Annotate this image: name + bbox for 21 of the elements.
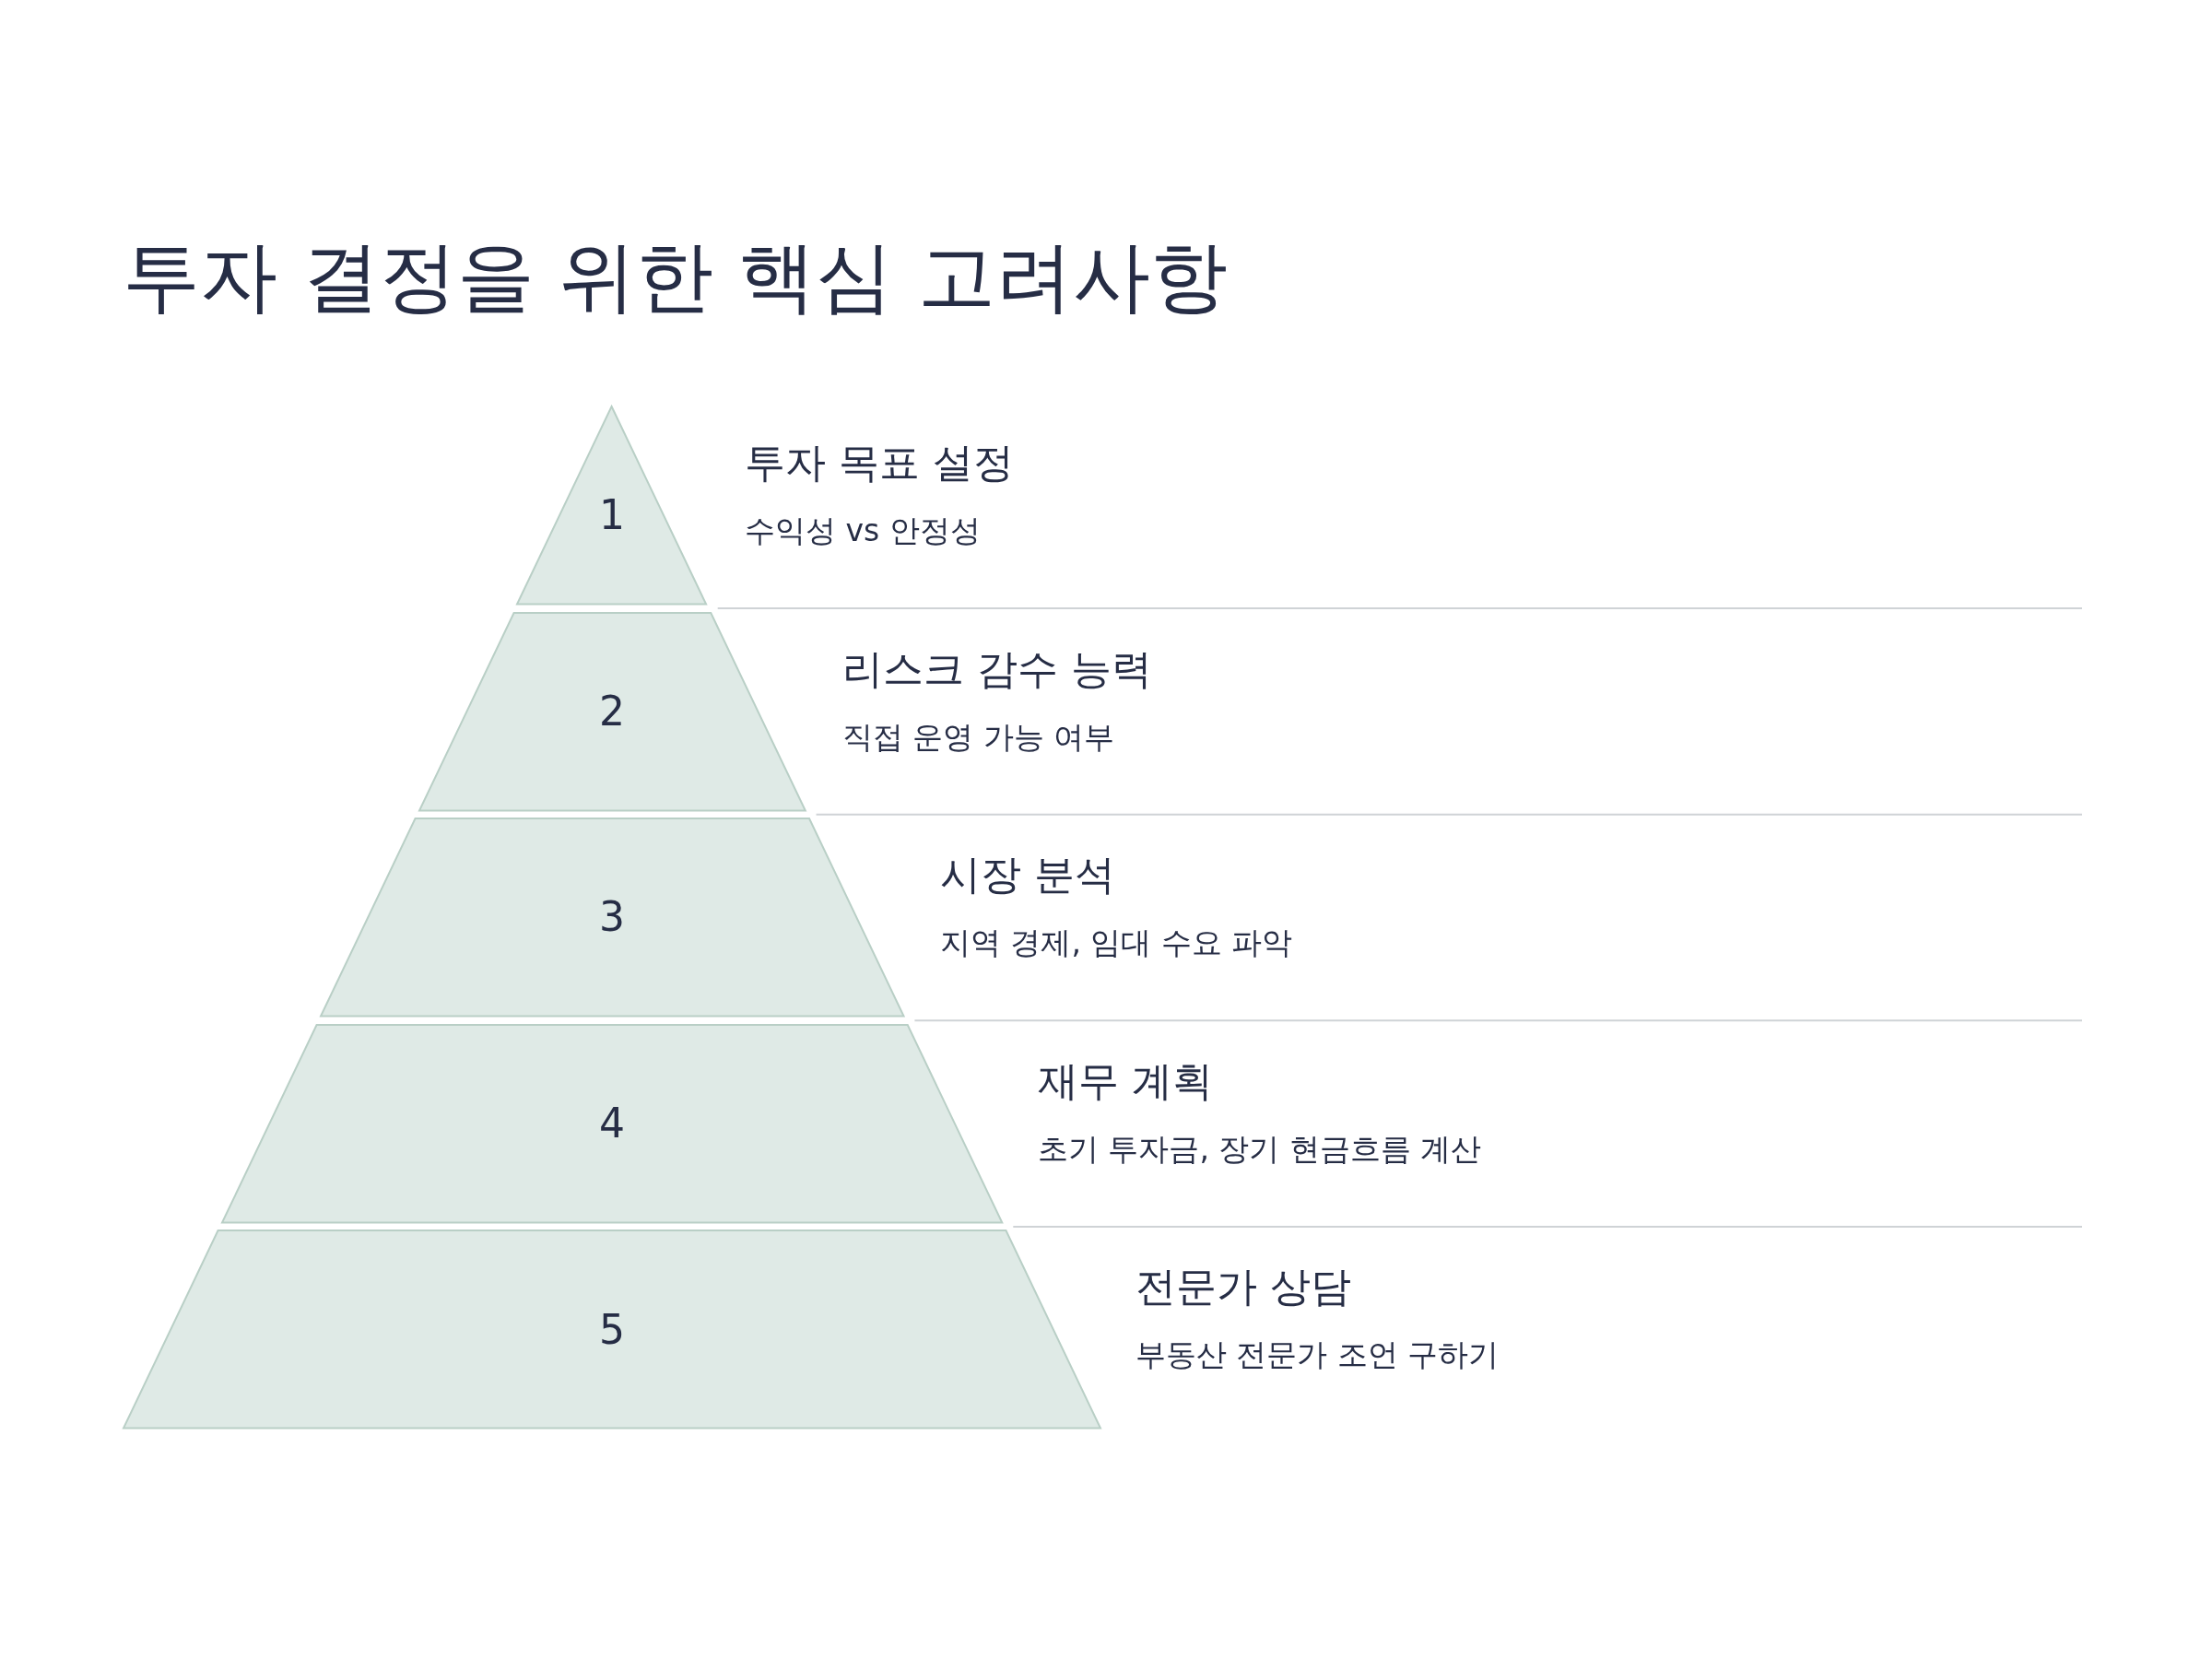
tier-description: 초기 투자금, 장기 현금흐름 계산 — [1038, 1130, 1482, 1168]
pyramid-tier — [124, 1230, 1100, 1429]
pyramid-tier — [418, 612, 806, 811]
tier-heading: 투자 목표 설정 — [745, 439, 1014, 488]
tier-description: 직접 운영 가능 여부 — [842, 718, 1115, 756]
tier-heading: 리스크 감수 능력 — [842, 644, 1152, 694]
tier-heading: 재무 계획 — [1038, 1056, 1213, 1106]
tier-heading: 전문가 상담 — [1135, 1263, 1351, 1312]
tier-number: 4 — [598, 1103, 626, 1145]
tier-number: 1 — [598, 495, 626, 535]
tier-number: 2 — [598, 690, 626, 732]
pyramid-tier — [221, 1024, 1003, 1223]
title: 투자 결정을 위한 핵심 고려사항 — [123, 230, 1228, 324]
pyramid-triangle — [517, 406, 707, 605]
tier-description: 수익성 vs 안정성 — [745, 512, 981, 549]
tier-description: 지역 경제, 임대 수요 파악 — [940, 924, 1293, 961]
tier-description: 부동산 전문가 조언 구하기 — [1135, 1336, 1500, 1373]
tier-number: 3 — [598, 897, 626, 938]
tier-number: 5 — [598, 1309, 626, 1350]
tier-heading: 시장 분석 — [940, 851, 1115, 900]
pyramid-tier — [320, 818, 904, 1017]
